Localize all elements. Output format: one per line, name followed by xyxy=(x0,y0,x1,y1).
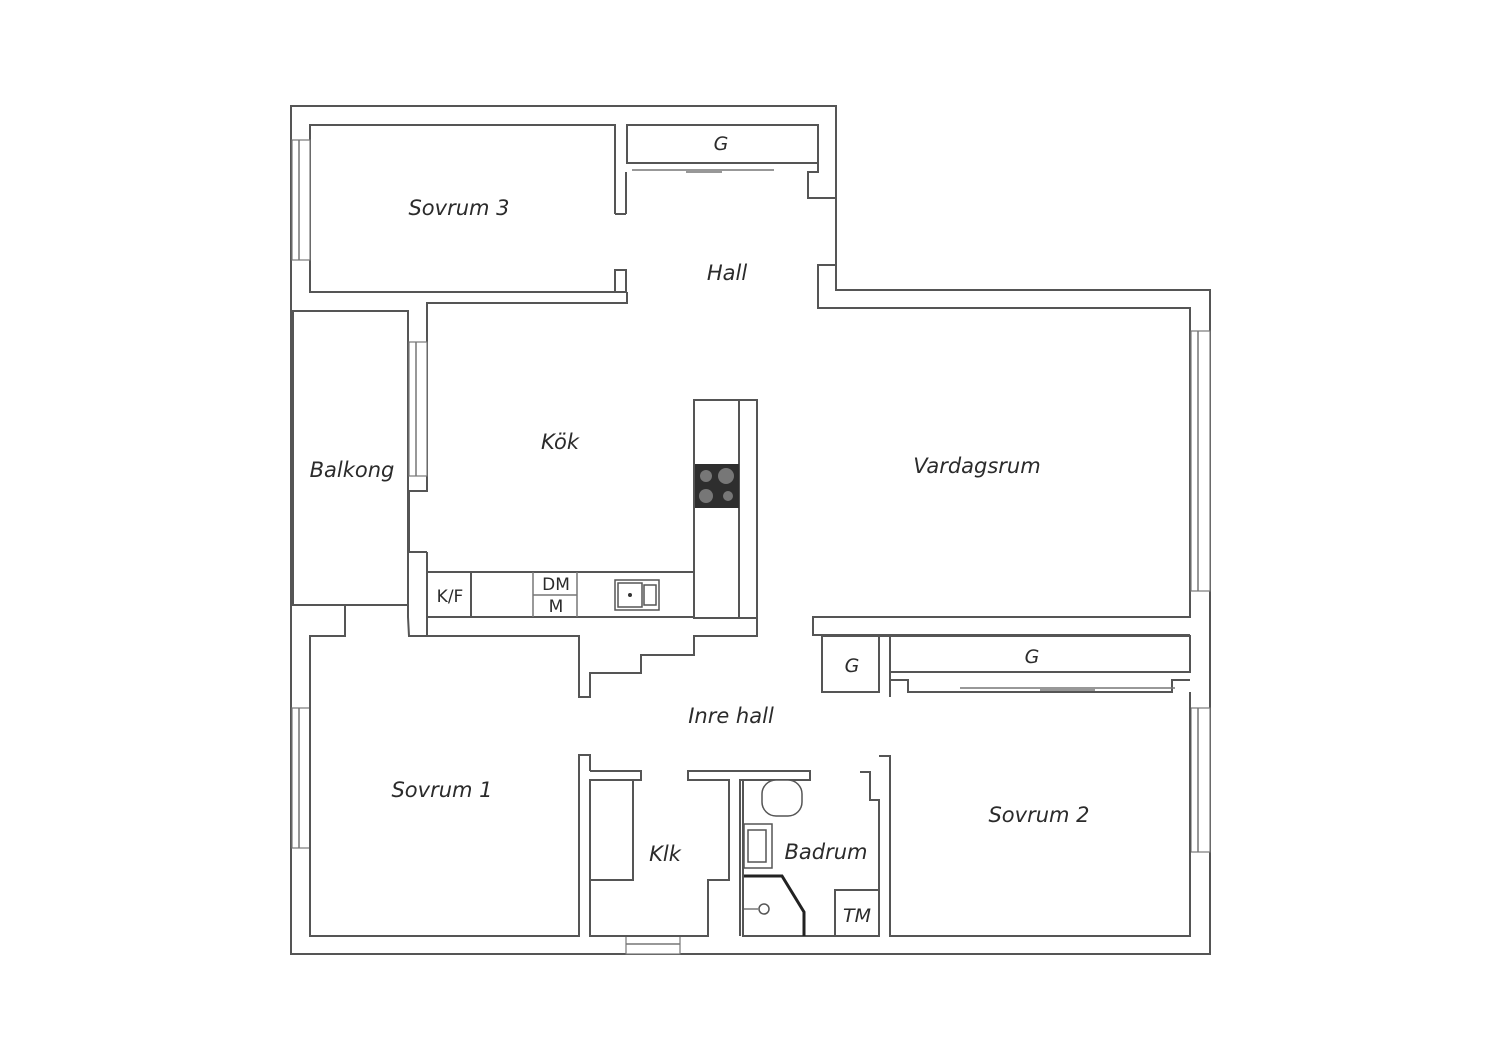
inner-wardrobe-small xyxy=(821,635,880,693)
outer-wall xyxy=(290,105,1211,955)
sovrum1-window xyxy=(291,707,311,849)
label-garderob-long: G xyxy=(1025,646,1040,668)
label-sovrum1: Sovrum 1 xyxy=(391,778,492,802)
hall-right-wall xyxy=(807,125,836,199)
sovrum2-walls xyxy=(879,692,1191,937)
shower-wall xyxy=(744,874,806,936)
klk-window xyxy=(625,935,681,955)
kitchen-left-wall xyxy=(408,292,628,553)
label-sovrum2: Sovrum 2 xyxy=(988,803,1089,827)
sovrum3-window xyxy=(291,139,311,261)
washing-machine xyxy=(834,889,880,937)
sovrum3-walls xyxy=(309,124,627,293)
label-vardagsrum: Vardagsrum xyxy=(913,454,1040,478)
label-tm: TM xyxy=(843,905,871,927)
stove-burner-2 xyxy=(718,468,734,484)
stove-burner-1 xyxy=(700,470,712,482)
balcony-lower xyxy=(407,605,428,637)
stove-burner-4 xyxy=(723,491,733,501)
kitchen-island xyxy=(693,399,758,619)
label-dm: DM xyxy=(542,575,570,595)
label-m: M xyxy=(549,597,564,617)
vardagsrum-window xyxy=(1190,330,1211,592)
label-garderob-small: G xyxy=(845,655,860,677)
sink-basin-2 xyxy=(643,584,657,606)
basin-inner xyxy=(747,829,767,863)
sovrum1-walls xyxy=(309,605,591,937)
wardrobe-right xyxy=(879,635,891,697)
sink-drain xyxy=(628,593,632,597)
klk-shelf xyxy=(590,779,634,881)
shower-icon xyxy=(758,903,770,915)
sovrum2-window xyxy=(1190,707,1211,853)
sovrum2-top xyxy=(890,679,1190,693)
label-inre-hall: Inre hall xyxy=(688,704,774,728)
label-kf: K/F xyxy=(437,587,464,607)
inner-wardrobe-long xyxy=(890,635,1191,673)
label-badrum: Badrum xyxy=(784,840,867,864)
label-sovrum3: Sovrum 3 xyxy=(408,196,509,220)
hall-lower-right xyxy=(812,264,1191,636)
kitchen-window xyxy=(408,341,428,477)
label-kok: Kök xyxy=(541,430,580,454)
stove-burner-3 xyxy=(699,489,713,503)
badrum-walls xyxy=(742,771,880,937)
toilet-icon xyxy=(761,779,803,817)
label-balkong: Balkong xyxy=(310,458,395,482)
inner-hall-stepped-wall xyxy=(409,617,758,698)
label-hall: Hall xyxy=(707,261,747,285)
label-klk: Klk xyxy=(649,842,682,866)
label-garderob-hall: G xyxy=(714,133,729,155)
balcony xyxy=(292,310,409,606)
